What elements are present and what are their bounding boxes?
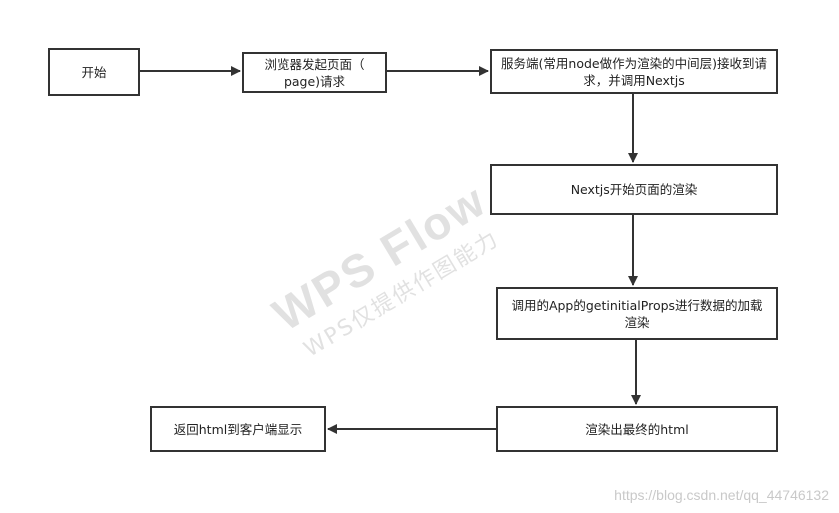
node-nextjs-render-label: Nextjs开始页面的渲染 (570, 182, 698, 197)
node-browser-request-label: 浏览器发起页面（ page)请求 (264, 56, 365, 89)
node-final-html: 渲染出最终的html (496, 406, 778, 452)
node-start-label: 开始 (81, 64, 107, 80)
node-server-receive: 服务端(常用node做作为渲染的中间层)接收到请求，并调用Nextjs (490, 49, 778, 94)
node-start: 开始 (48, 48, 140, 96)
node-return-client: 返回html到客户端显示 (150, 406, 326, 452)
node-server-receive-label: 服务端(常用node做作为渲染的中间层)接收到请求，并调用Nextjs (501, 55, 767, 88)
node-app-props-label: 调用的App的getinitialProps进行数据的加载渲染 (511, 297, 763, 330)
node-return-client-label: 返回html到客户端显示 (173, 421, 303, 437)
node-app-props: 调用的App的getinitialProps进行数据的加载渲染 (496, 287, 778, 340)
node-nextjs-render: Nextjs开始页面的渲染 (490, 164, 778, 215)
node-final-html-label: 渲染出最终的html (585, 421, 689, 437)
source-credit: https://blog.csdn.net/qq_44746132 (614, 487, 829, 503)
node-browser-request: 浏览器发起页面（ page)请求 (242, 52, 387, 93)
